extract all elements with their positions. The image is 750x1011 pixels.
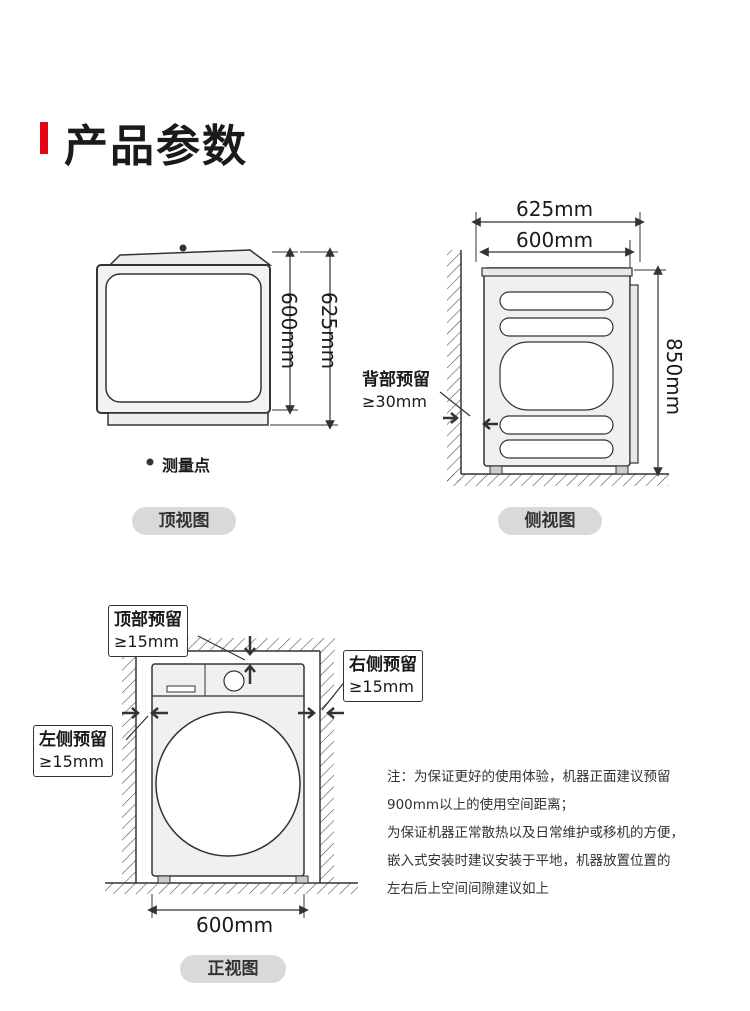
back-reserve-title: 背部预留 — [362, 370, 430, 390]
top-reserve-value: ≥15mm — [114, 632, 179, 651]
side-view-dim-850: 850mm — [662, 338, 686, 416]
note-line-2: 900mm以上的使用空间距离； — [387, 797, 575, 813]
top-view-label: 顶视图 — [132, 507, 236, 535]
back-reserve-callout: 背部预留 ≥30mm — [362, 369, 430, 413]
title-accent-bar — [40, 122, 48, 154]
right-reserve-callout: 右侧预留 ≥15mm — [343, 650, 423, 702]
back-reserve-value: ≥30mm — [362, 392, 427, 411]
top-reserve-title: 顶部预留 — [114, 610, 182, 630]
front-view-dim-600: 600mm — [196, 913, 274, 937]
note-line-4: 嵌入式安装时建议安装于平地，机器放置位置的 — [387, 853, 671, 869]
note-line-3: 为保证机器正常散热以及日常维护或移机的方便， — [387, 825, 684, 841]
top-view-dim-625: 625mm — [317, 292, 341, 370]
top-view-dim-600: 600mm — [277, 292, 301, 370]
front-view-drawing — [105, 635, 358, 918]
left-reserve-value: ≥15mm — [39, 752, 104, 771]
measure-point-marker — [179, 244, 187, 252]
side-view-dim-600: 600mm — [516, 228, 594, 252]
right-reserve-value: ≥15mm — [349, 677, 414, 696]
note-line-5: 左右后上空间间隙建议如上 — [387, 881, 549, 897]
note-line-1: 注：为保证更好的使用体验，机器正面建议预留 — [387, 769, 671, 785]
measure-point-legend-dot — [146, 458, 154, 466]
measure-point-label: 测量点 — [162, 456, 211, 475]
top-reserve-callout: 顶部预留 ≥15mm — [108, 605, 188, 657]
front-view-label: 正视图 — [180, 955, 286, 983]
side-view-dim-625: 625mm — [516, 197, 594, 221]
right-reserve-title: 右侧预留 — [349, 655, 417, 675]
side-view-drawing — [439, 212, 669, 486]
top-view-drawing — [96, 244, 338, 466]
left-reserve-callout: 左侧预留 ≥15mm — [33, 725, 113, 777]
side-view-label: 侧视图 — [498, 507, 602, 535]
left-reserve-title: 左侧预留 — [39, 730, 107, 750]
page-title: 产品参数 — [64, 121, 248, 172]
